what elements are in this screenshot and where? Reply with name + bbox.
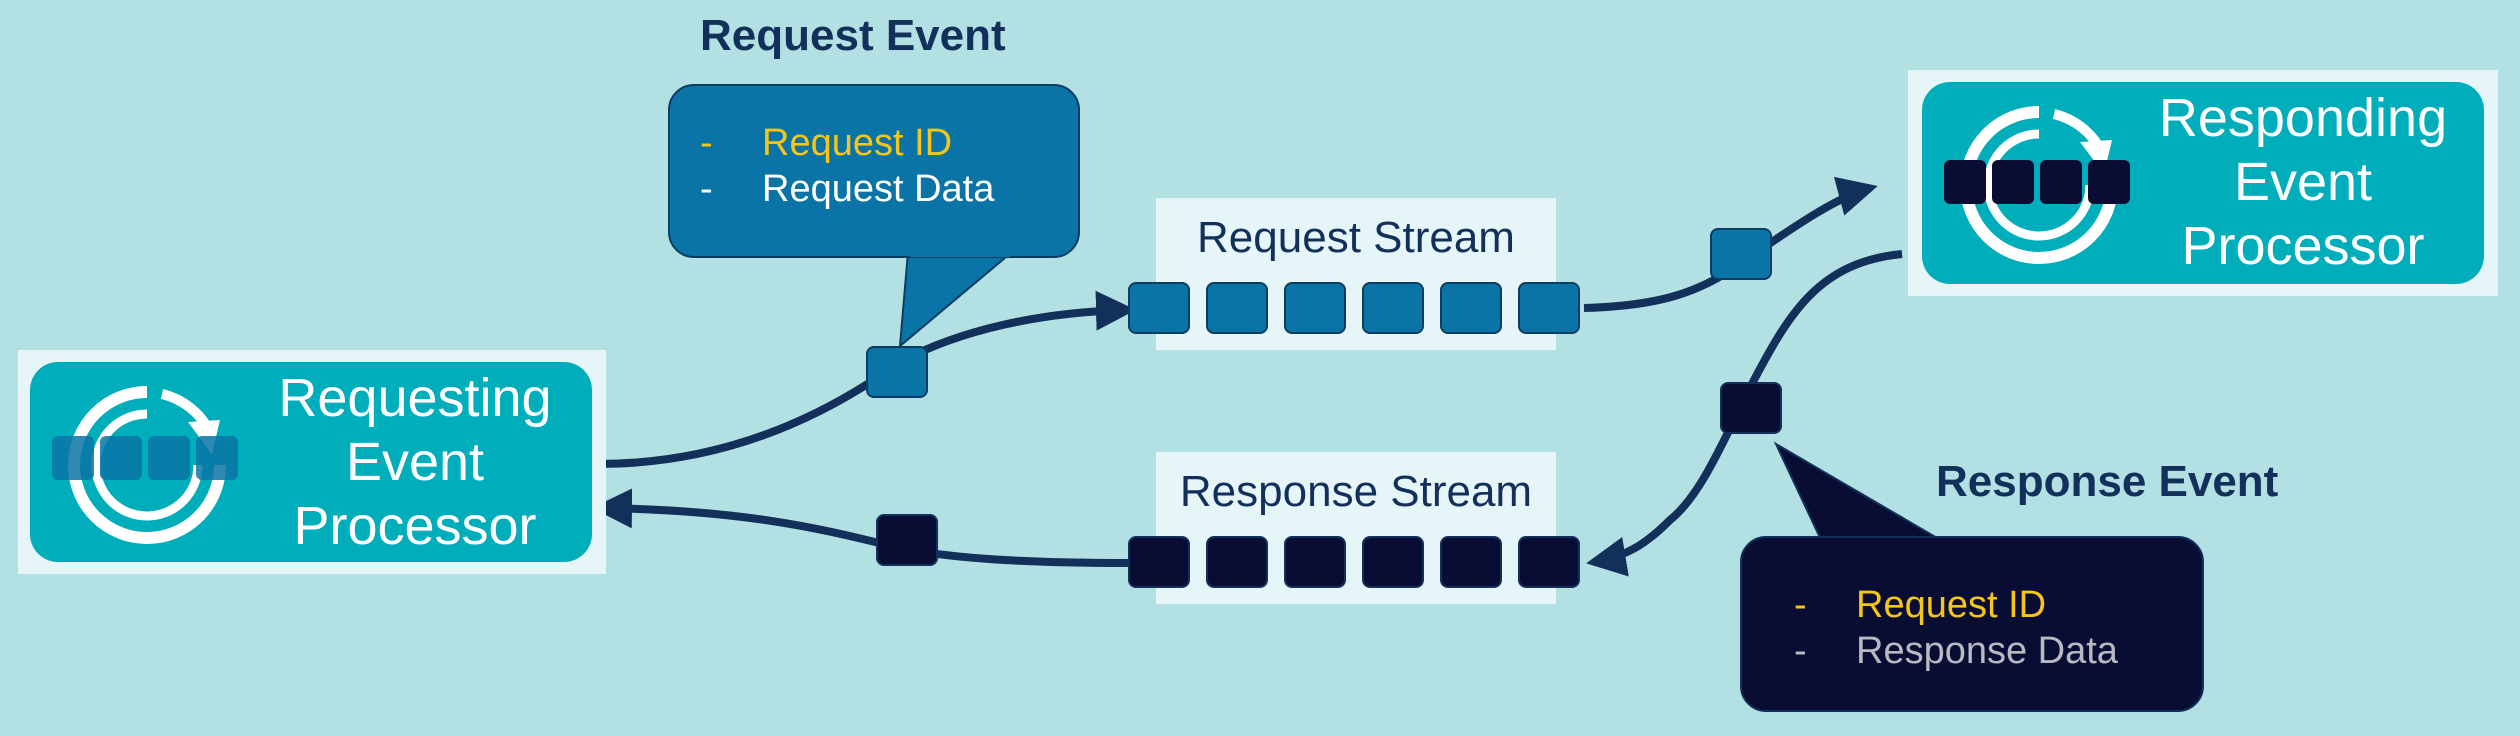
response-data-label: Response Data (1856, 630, 2118, 672)
response-event-token (1720, 382, 1782, 434)
request-id-label: Request ID (1856, 584, 2047, 626)
requesting-processor-label: Requesting Event Processor (278, 368, 552, 556)
cycle-icon (68, 386, 226, 544)
request-stream[interactable]: Request Stream (1156, 198, 1556, 350)
request-stream-slot (1362, 282, 1424, 334)
response-event-callout: -Request ID -Response Data (1740, 536, 2204, 712)
request-data-label: Request Data (762, 168, 995, 210)
response-stream-slot (1518, 536, 1580, 588)
request-stream-slot (1206, 282, 1268, 334)
request-event-token (866, 346, 928, 398)
response-event-field: -Response Data (1794, 630, 2118, 672)
request-event-field: -Request Data (700, 168, 995, 210)
response-event-field: -Request ID (1794, 584, 2047, 626)
processor-queue (52, 436, 242, 480)
request-event-title: Request Event (700, 11, 1006, 60)
response-stream-slot (1128, 536, 1190, 588)
request-stream-slot (1284, 282, 1346, 334)
cycle-icon (1960, 106, 2118, 264)
request-event-callout: -Request ID -Request Data (668, 84, 1080, 258)
request-stream-slot (1518, 282, 1580, 334)
response-stream-label: Response Stream (1179, 467, 1533, 516)
request-id-label: Request ID (762, 122, 953, 164)
request-event-field: -Request ID (700, 122, 953, 164)
responding-processor[interactable]: Responding Event Processor (1922, 82, 2484, 284)
response-stream-slot (1206, 536, 1268, 588)
arrow-responder-to-response-stream (1586, 250, 1903, 577)
request-stream-label: Request Stream (1197, 213, 1515, 262)
response-event-title: Response Event (1936, 457, 2279, 506)
request-event-token (1710, 228, 1772, 280)
request-stream-slot (1128, 282, 1190, 334)
responding-processor-label: Responding Event Processor (2158, 88, 2448, 276)
processor-queue (1944, 160, 2134, 204)
response-stream-slot (1362, 536, 1424, 588)
requesting-processor[interactable]: Requesting Event Processor (30, 362, 592, 562)
request-stream-slot (1440, 282, 1502, 334)
response-event-token (876, 514, 938, 566)
response-stream-slot (1284, 536, 1346, 588)
response-stream-slot (1440, 536, 1502, 588)
